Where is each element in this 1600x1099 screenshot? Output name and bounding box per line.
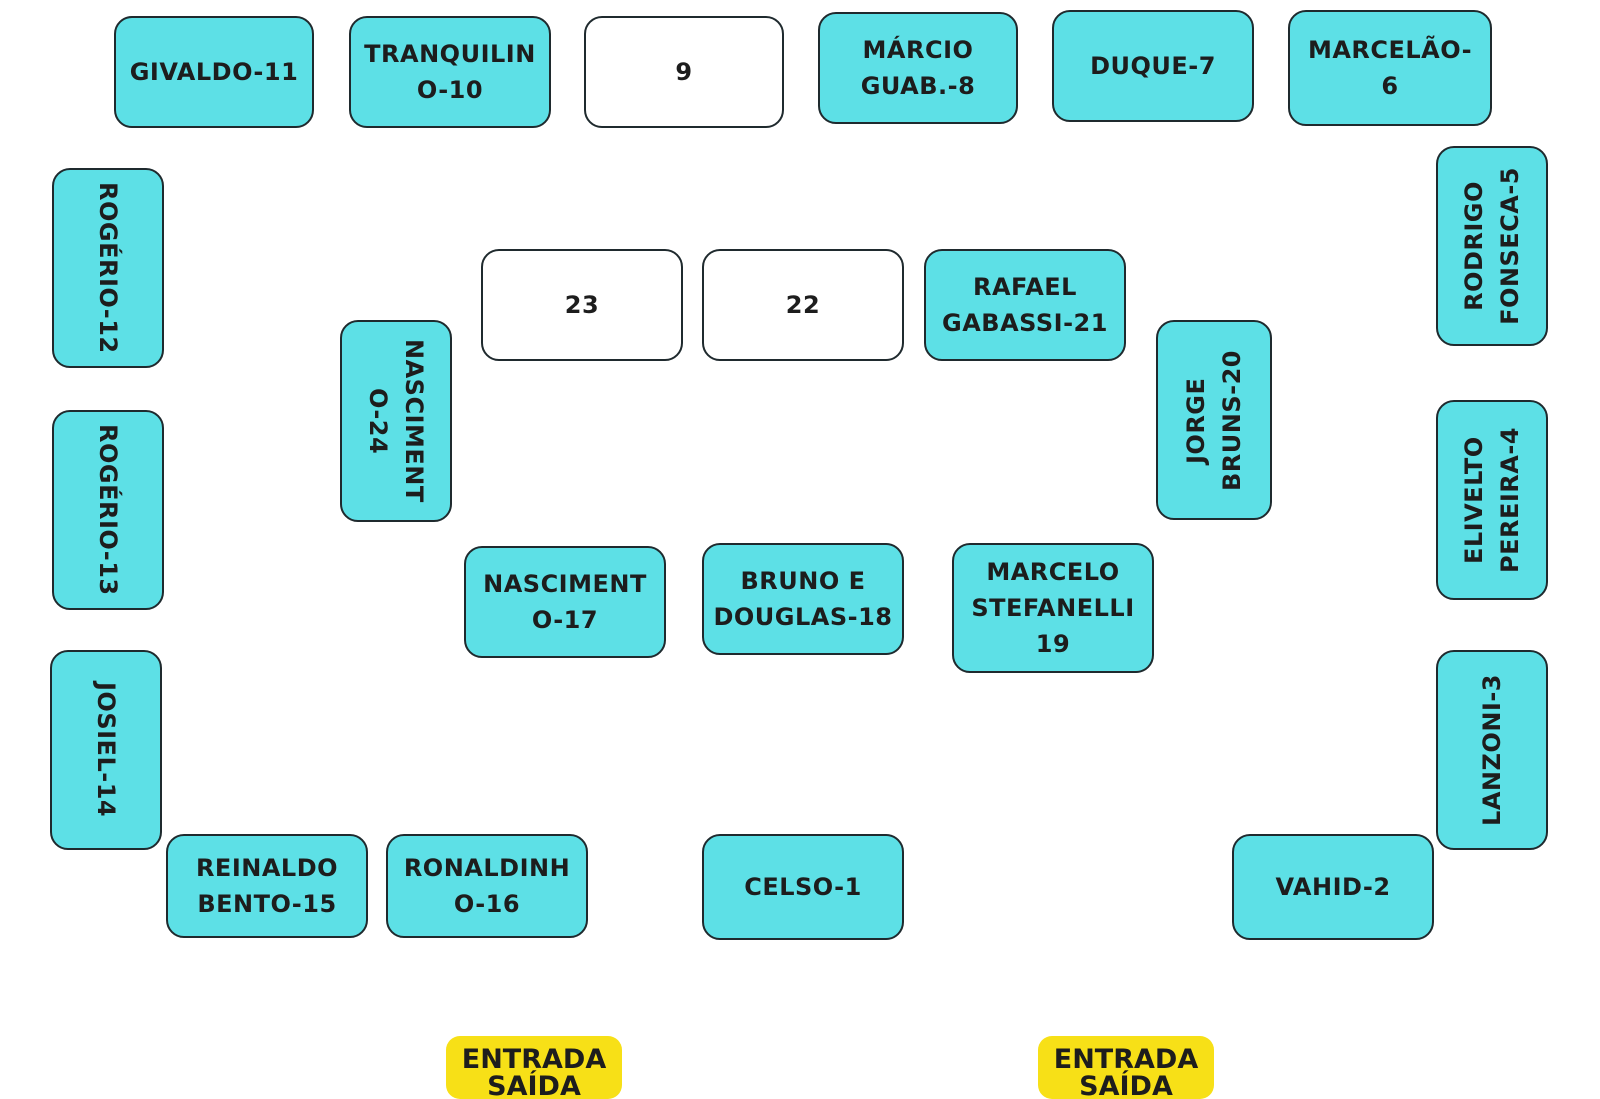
seat-elivelto-4: ELIVELTO PEREIRA-4 [1436,400,1548,600]
seat-label: LANZONI-3 [1478,674,1506,826]
seat-nascimento-24: NASCIMENT O-24 [340,320,452,522]
seat-label: JOSIEL-14 [92,682,120,818]
seat-label: JORGE BRUNS-20 [1182,349,1246,491]
seat-givaldo-11: GIVALDO-11 [114,16,314,128]
seat-rodrigo-5: RODRIGO FONSECA-5 [1436,146,1548,346]
exit-right: ENTRADA SAÍDA [1038,1036,1214,1099]
seat-22: 22 [702,249,904,361]
seat-celso-1: CELSO-1 [702,834,904,940]
seat-label: ROGÉRIO-12 [94,182,122,354]
seat-reinaldo-15: REINALDO BENTO-15 [166,834,368,938]
exit-saida-label: SAÍDA [487,1071,581,1099]
seat-nascimento-17: NASCIMENT O-17 [464,546,666,658]
seat-label: VAHID-2 [1275,873,1391,901]
seat-9: 9 [584,16,784,128]
seat-label: DUQUE-7 [1090,52,1216,80]
seat-label: ROGÉRIO-13 [94,424,122,596]
exit-left: ENTRADA SAÍDA [446,1036,622,1099]
seat-label: RODRIGO FONSECA-5 [1460,167,1524,325]
seat-label: RONALDINH O-16 [403,854,571,918]
seat-rafael-21: RAFAEL GABASSI-21 [924,249,1126,361]
seat-rogerio-12: ROGÉRIO-12 [52,168,164,368]
seat-label: TRANQUILIN O-10 [364,40,536,104]
seat-label: 9 [675,58,693,86]
seat-label: NASCIMENT O-24 [364,339,428,503]
seat-23: 23 [481,249,683,361]
seat-label: RAFAEL GABASSI-21 [942,273,1108,337]
seat-label: CELSO-1 [744,873,862,901]
seat-label: MARCELO STEFANELLI 19 [971,558,1135,658]
seat-tranquilino-10: TRANQUILIN O-10 [349,16,551,128]
seat-josiel-14: JOSIEL-14 [50,650,162,850]
seat-lanzoni-3: LANZONI-3 [1436,650,1548,850]
seat-duque-7: DUQUE-7 [1052,10,1254,122]
seat-rogerio-13: ROGÉRIO-13 [52,410,164,610]
seat-label: NASCIMENT O-17 [483,570,647,634]
seat-bruno-douglas-18: BRUNO E DOUGLAS-18 [702,543,904,655]
seat-label: MÁRCIO GUAB.-8 [860,36,976,100]
seat-label: BRUNO E DOUGLAS-18 [713,567,893,631]
exit-saida-label: SAÍDA [1079,1071,1173,1099]
seat-vahid-2: VAHID-2 [1232,834,1434,940]
seat-marcio-8: MÁRCIO GUAB.-8 [818,12,1018,124]
seat-marcelao-6: MARCELÃO- 6 [1288,10,1492,126]
seat-label: ELIVELTO PEREIRA-4 [1460,426,1524,573]
seat-label: 23 [564,291,600,319]
exit-entrada-label: ENTRADA [1053,1044,1199,1075]
seat-label: GIVALDO-11 [129,58,299,86]
seat-label: REINALDO BENTO-15 [195,854,339,918]
seat-jorge-20: JORGE BRUNS-20 [1156,320,1272,520]
seat-label: MARCELÃO- 6 [1307,36,1473,100]
seat-label: 22 [785,291,821,319]
seat-marcelo-19: MARCELO STEFANELLI 19 [952,543,1154,673]
seat-ronaldinho-16: RONALDINH O-16 [386,834,588,938]
exit-entrada-label: ENTRADA [461,1044,607,1075]
